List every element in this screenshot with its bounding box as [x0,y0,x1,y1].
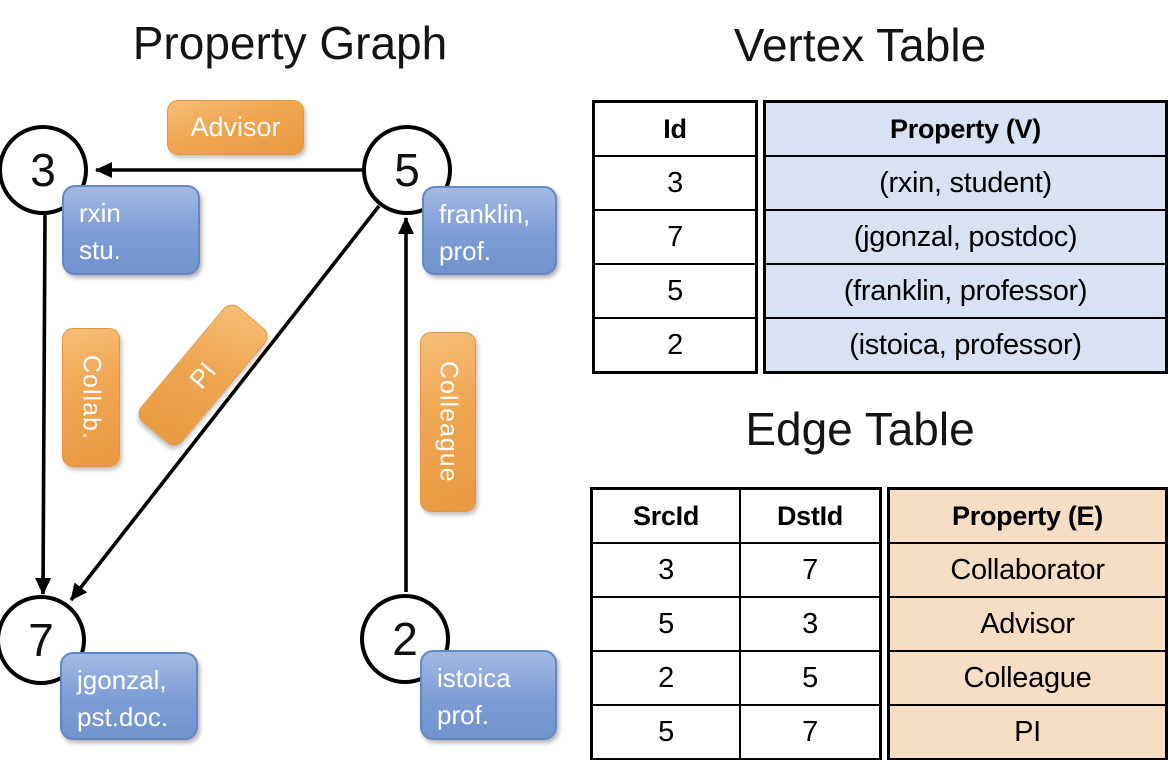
node-label-line: franklin, [439,199,531,229]
edge-srcid-cell: 3 [593,544,741,596]
vertex-property-cell: (franklin, professor) [766,263,1165,317]
vertex-property-cell: (rxin, student) [766,155,1165,209]
edge-table-ids-columns: SrcId DstId 3 7 5 3 2 5 5 7 [590,487,882,760]
edge-table-title: Edge Table [745,403,975,455]
edge-srcid-cell: 5 [593,598,741,650]
edge-table-property-column: Property (E) Collaborator Advisor Collea… [887,487,1168,760]
edge-property-cell: PI [890,704,1165,758]
property-graph-title: Property Graph [132,17,448,69]
node-label-line: prof. [439,236,492,266]
edge-srcid-cell: 2 [593,652,741,704]
edge-label-text: PI [183,355,223,394]
vertex-property-header: Property (V) [766,103,1165,155]
node-id: 2 [392,613,418,665]
edge-dstid-cell: 7 [802,715,818,748]
edge-label-text: Collab. [77,355,106,440]
edge-srcid-cell: 5 [593,706,741,758]
vertex-property-cell: (istoica, professor) [766,317,1165,371]
edge-label-colleague: Colleague [420,332,476,512]
node-label-jgonzal: jgonzal, pst.doc. [60,652,198,740]
edge-pi-5-to-7 [69,204,381,602]
edge-collab-3-to-7 [35,213,52,595]
node-label-line: jgonzal, [77,665,167,695]
edge-dstid-cell: 3 [802,607,818,640]
edge-property-cell: Colleague [890,650,1165,704]
node-label-line: istoica [437,663,511,693]
edge-property-header: Property (E) [890,490,1165,542]
node-circle-5: 5 [362,125,452,215]
vertex-id-cell: 3 [595,155,755,209]
node-label-line: prof. [437,700,490,730]
node-label-franklin: franklin, prof. [422,186,557,275]
edge-label-text: Advisor [190,112,281,142]
edge-label-text: Colleague [434,361,463,483]
edge-label-collab: Collab. [62,328,120,467]
node-label-line: stu. [79,235,121,265]
vertex-table-title: Vertex Table [733,19,987,71]
graph-edges [35,162,414,602]
vertex-table-property-column: Property (V) (rxin, student) (jgonzal, p… [763,100,1168,374]
node-label-line: pst.doc. [77,702,169,732]
vertex-id-cell: 5 [595,263,755,317]
edge-dstid-cell: 7 [802,553,818,586]
edge-dstid-header: DstId [776,500,843,531]
edge-srcid-header: SrcId [593,490,741,542]
node-id: 5 [394,144,420,196]
vertex-property-cell: (jgonzal, postdoc) [766,209,1165,263]
edge-property-cell: Collaborator [890,542,1165,596]
vertex-id-cell: 2 [595,317,755,371]
node-label-istoica: istoica prof. [420,650,557,740]
edge-label-advisor: Advisor [167,100,304,155]
vertex-table-id-column: Id 3 7 5 2 [592,100,758,374]
node-label-rxin: rxin stu. [62,185,200,275]
edge-dstid-cell: 5 [802,661,818,694]
vertex-id-cell: 7 [595,209,755,263]
node-id: 3 [30,144,56,196]
vertex-id-header: Id [663,113,687,144]
node-id: 7 [28,614,54,666]
node-label-line: rxin [79,198,121,228]
edge-property-cell: Advisor [890,596,1165,650]
